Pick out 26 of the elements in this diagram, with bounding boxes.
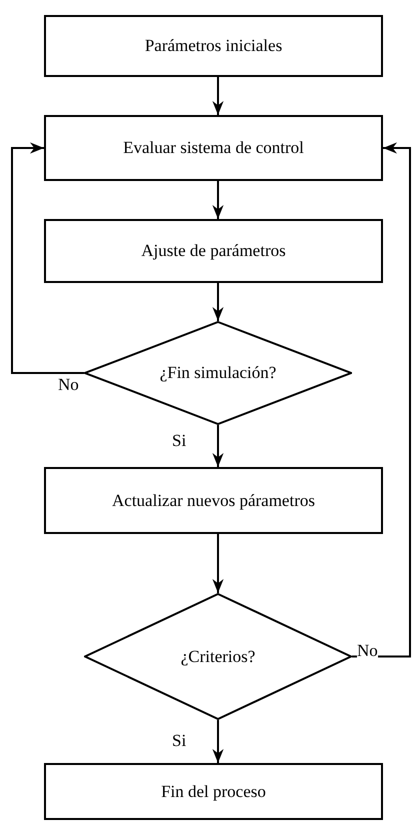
node-label: Fin del proceso [161, 780, 266, 803]
node-label: Actualizar nuevos párametros [112, 490, 315, 512]
node-label: Evaluar sistema de control [123, 137, 304, 160]
node-label: Ajuste de parámetros [141, 240, 286, 262]
edge-label: No [58, 376, 79, 393]
edge-label: Si [172, 432, 186, 449]
decision-diamond [84, 593, 352, 720]
arrow [212, 77, 224, 115]
process-box [44, 15, 383, 77]
edge-label: No [357, 642, 378, 659]
arrow [212, 534, 224, 593]
process-box [44, 115, 383, 181]
edge-label: Si [172, 732, 186, 749]
process-box [44, 467, 383, 534]
arrow [212, 425, 224, 467]
node-label: Parámetros iniciales [144, 35, 282, 58]
arrow [352, 142, 411, 658]
arrow [11, 142, 84, 374]
arrow [212, 181, 224, 219]
process-box [44, 763, 383, 820]
node-label: ¿Criterios? [180, 646, 256, 668]
node-label: ¿Fin simulación? [160, 362, 276, 384]
decision-diamond [84, 321, 352, 425]
arrow [212, 720, 224, 763]
arrow [212, 283, 224, 321]
process-box [44, 219, 383, 283]
